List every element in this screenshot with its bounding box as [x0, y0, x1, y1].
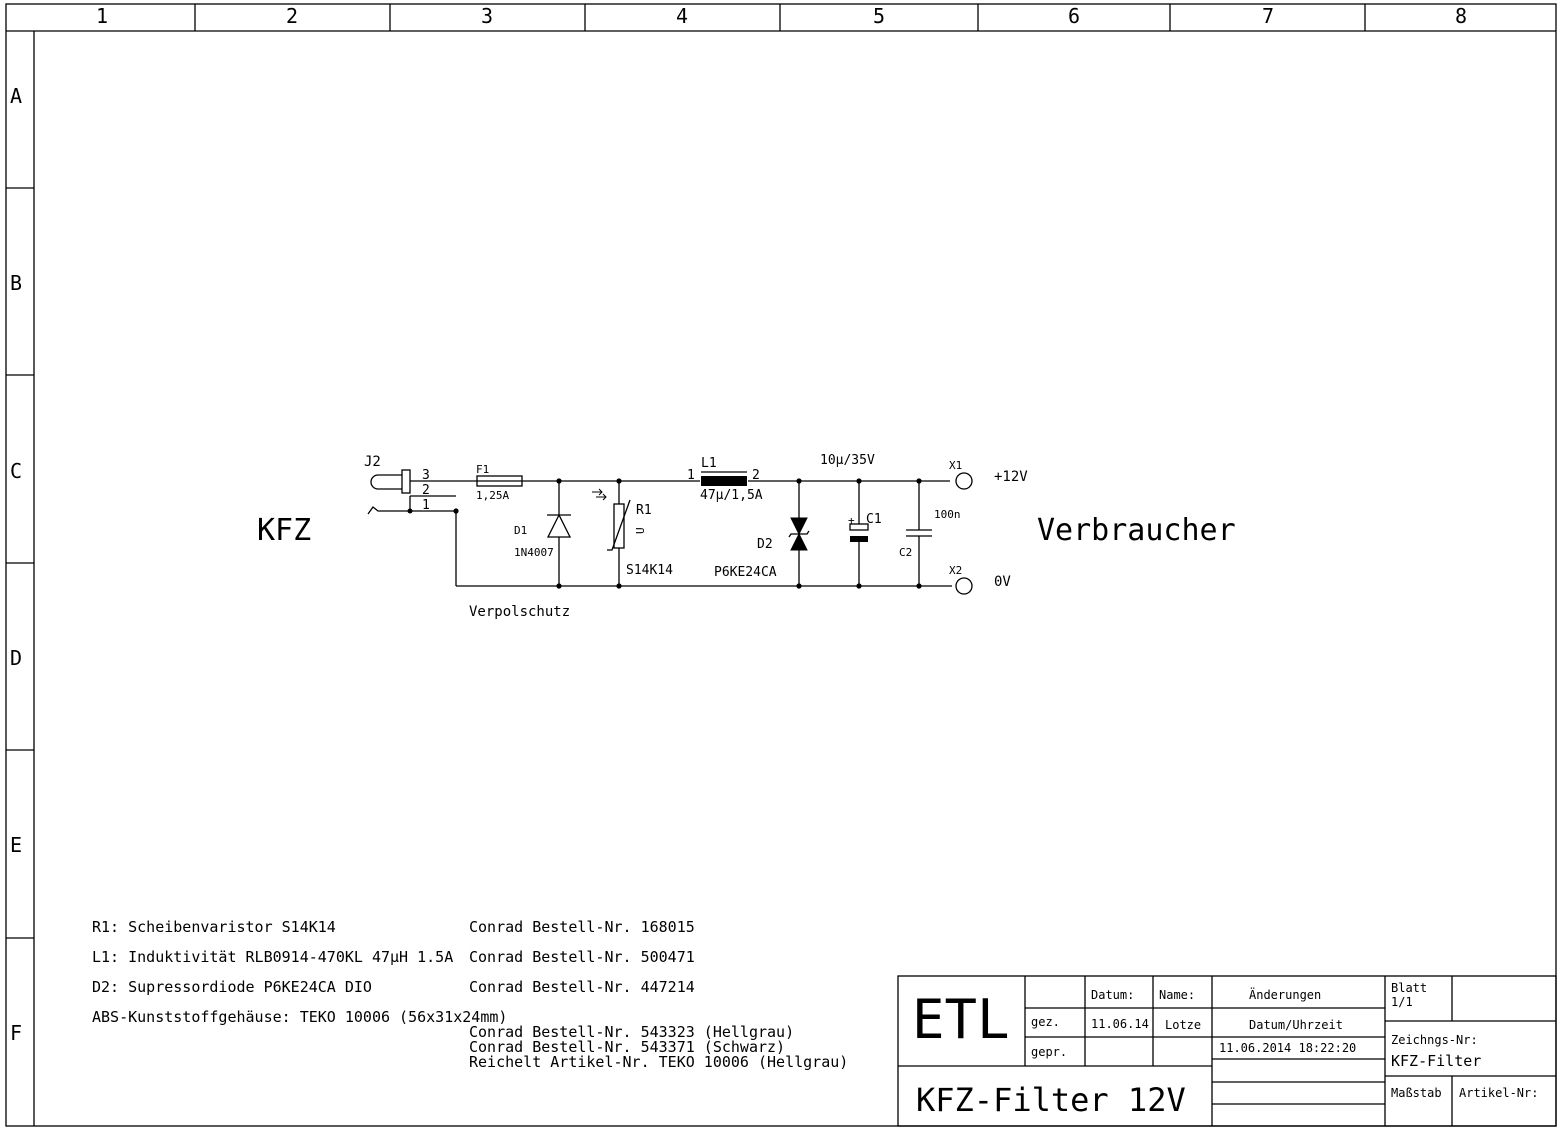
- pin-label: 2: [422, 483, 430, 498]
- drawing-no-label: Zeichngs-Nr:: [1391, 1033, 1478, 1047]
- datetime-value: 11.06.2014 18:22:20: [1219, 1041, 1356, 1055]
- x2-label: 0V: [994, 574, 1011, 590]
- x1-ref: X1: [949, 459, 962, 472]
- varistor-mark: U: [634, 527, 647, 534]
- tvs-diode-d2: D2 P6KE24CA: [714, 481, 810, 586]
- note-verpolschutz: Verpolschutz: [469, 604, 570, 620]
- gez-date: 11.06.14: [1091, 1017, 1149, 1031]
- fuse-ref: F1: [476, 463, 489, 476]
- column-label: 2: [286, 4, 298, 28]
- drawing-no-value: KFZ-Filter: [1391, 1052, 1481, 1070]
- label-verbraucher: Verbraucher: [1037, 513, 1236, 548]
- pin-label: 3: [422, 468, 430, 483]
- column-label: 4: [676, 4, 688, 28]
- circuit: J2 3 2 1 F1 1,25A: [257, 453, 1236, 620]
- connector-ref: J2: [364, 454, 381, 470]
- title-block: ETL KFZ-Filter 12V Datum: Name: gez. gep…: [897, 975, 1557, 1127]
- drawing-title: KFZ-Filter 12V: [916, 1081, 1186, 1119]
- part-desc: D2: Supressordiode P6KE24CA DIO: [92, 978, 372, 996]
- c1-ref: C1: [866, 512, 882, 527]
- drawing-frame: [5, 3, 1557, 1127]
- tvs-value: P6KE24CA: [714, 565, 777, 580]
- part-order: Conrad Bestell-Nr. 168015: [469, 918, 695, 936]
- x2-ref: X2: [949, 564, 962, 577]
- inductor-l1: L1 1 2 47µ/1,5A: [687, 456, 763, 503]
- diode1-ref: D1: [514, 524, 527, 537]
- column-label: 5: [873, 4, 885, 28]
- datetime-header: Datum/Uhrzeit: [1249, 1018, 1343, 1032]
- tvs-ref: D2: [757, 537, 773, 552]
- pin-label: 1: [422, 498, 430, 513]
- capacitor-c1: + C1 10µ/35V: [820, 453, 882, 586]
- c2-value: 100n: [934, 508, 961, 521]
- row-label: B: [10, 271, 22, 295]
- sheet-value: 1/1: [1391, 995, 1413, 1009]
- part-order: Conrad Bestell-Nr. 500471: [469, 948, 695, 966]
- connector-j2: J2 3 2 1: [364, 454, 477, 515]
- column-label: 3: [481, 4, 493, 28]
- housing-desc: ABS-Kunststoffgehäuse: TEKO 10006 (56x31…: [92, 1008, 507, 1026]
- scale-label: Maßstab: [1391, 1086, 1442, 1100]
- part-desc: R1: Scheibenvaristor S14K14: [92, 918, 336, 936]
- varistor-value: S14K14: [626, 563, 673, 578]
- column-label: 1: [96, 4, 108, 28]
- varistor-ref: R1: [636, 503, 652, 518]
- diode-d1: D1 1N4007: [514, 481, 572, 586]
- c1-value: 10µ/35V: [820, 453, 875, 468]
- row-label: D: [10, 646, 22, 670]
- c1-polarity: +: [848, 514, 855, 527]
- gez-label: gez.: [1031, 1015, 1060, 1029]
- column-label: 8: [1455, 4, 1467, 28]
- row-label: E: [10, 833, 22, 857]
- housing-order: Reichelt Artikel-Nr. TEKO 10006 (Hellgra…: [469, 1053, 848, 1071]
- name-header: Name:: [1159, 988, 1195, 1002]
- inductor-ref: L1: [701, 456, 717, 471]
- part-order: Conrad Bestell-Nr. 447214: [469, 978, 695, 996]
- company-logo: ETL: [912, 988, 1010, 1051]
- part-desc: L1: Induktivität RLB0914-470KL 47µH 1.5A: [92, 948, 453, 966]
- label-kfz: KFZ: [257, 513, 311, 548]
- column-label: 6: [1068, 4, 1080, 28]
- inductor-pin: 2: [752, 468, 760, 483]
- datum-header: Datum:: [1091, 988, 1134, 1002]
- c2-ref: C2: [899, 546, 912, 559]
- terminal-x2: X2 0V: [949, 564, 1011, 595]
- diode1-value: 1N4007: [514, 546, 554, 559]
- inductor-value: 47µ/1,5A: [700, 488, 763, 503]
- fuse-value: 1,25A: [476, 489, 509, 502]
- capacitor-c2: 100n C2: [899, 481, 961, 586]
- x1-label: +12V: [994, 469, 1028, 485]
- inductor-pin: 1: [687, 468, 695, 483]
- parts-notes: R1: Scheibenvaristor S14K14 Conrad Beste…: [92, 918, 848, 1071]
- terminal-x1: X1 +12V: [949, 459, 1028, 490]
- gepr-label: gepr.: [1031, 1045, 1067, 1059]
- frame-column-labels: 1 2 3 4 5 6 7 8: [96, 4, 1467, 28]
- varistor-r1: R1 U S14K14: [592, 481, 673, 586]
- junctions: [453, 478, 922, 589]
- housing-order: Conrad Bestell-Nr. 543323 (Hellgrau): [469, 1023, 794, 1041]
- fuse-f1: F1 1,25A: [476, 463, 523, 502]
- gez-name: Lotze: [1165, 1018, 1201, 1032]
- changes-header: Änderungen: [1249, 987, 1321, 1002]
- housing-order: Conrad Bestell-Nr. 543371 (Schwarz): [469, 1038, 785, 1056]
- column-label: 7: [1262, 4, 1274, 28]
- row-label: A: [10, 84, 22, 108]
- row-label: F: [10, 1021, 22, 1045]
- frame-row-labels: A B C D E F: [10, 84, 22, 1045]
- sheet-label: Blatt: [1391, 981, 1427, 995]
- row-label: C: [10, 459, 22, 483]
- article-label: Artikel-Nr:: [1459, 1086, 1538, 1100]
